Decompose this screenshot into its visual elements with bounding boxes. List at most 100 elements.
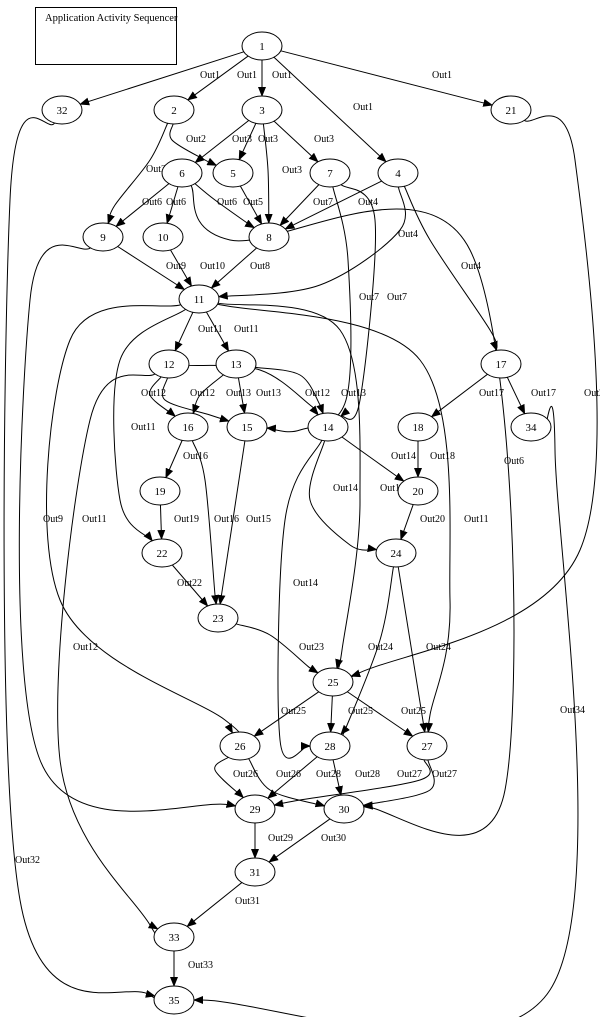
edge-27-to-29 xyxy=(273,759,431,808)
node-35: 35 xyxy=(153,985,195,1015)
edge-12-to-16 xyxy=(149,376,176,417)
node-3: 3 xyxy=(241,95,283,125)
node-ellipse-20 xyxy=(397,476,439,506)
edge-1-to-21 xyxy=(280,50,494,107)
edge-label-7-to-14: Out7 xyxy=(387,292,407,303)
node-label-6: 6 xyxy=(179,168,185,180)
node-19: 19 xyxy=(139,476,181,506)
edge-23-to-25 xyxy=(235,623,319,674)
edge-label-7-to-8: Out7 xyxy=(313,197,333,208)
node-ellipse-4 xyxy=(377,158,419,188)
edge-11-to-13 xyxy=(205,311,230,352)
edge-label-33-to-35: Out33 xyxy=(188,960,213,971)
edge-1-to-4 xyxy=(273,56,387,163)
node-ellipse-3 xyxy=(241,95,283,125)
edge-label-5-to-8: Out5 xyxy=(243,197,263,208)
edge-27-to-30 xyxy=(359,759,435,810)
edge-label-13-to-15: Out13 xyxy=(256,388,281,399)
node-18: 18 xyxy=(397,412,439,442)
node-label-4: 4 xyxy=(395,168,401,180)
node-ellipse-18 xyxy=(397,412,439,442)
edge-label-2-to-5: Out2 xyxy=(186,134,206,145)
edge-16-to-19 xyxy=(165,440,183,479)
edge-label-26-to-30: Out26 xyxy=(276,769,301,780)
node-ellipse-2 xyxy=(153,95,195,125)
edge-label-25-to-28: Out25 xyxy=(348,706,373,717)
edge-28-to-30 xyxy=(332,759,343,797)
edge-4-to-17 xyxy=(403,186,498,352)
node-label-19: 19 xyxy=(155,486,167,498)
node-10: 10 xyxy=(142,222,184,252)
edge-label-4-to-11: Out4 xyxy=(398,229,418,240)
node-ellipse-28 xyxy=(309,731,351,761)
node-label-30: 30 xyxy=(339,804,351,816)
edge-label-27-to-29: Out27 xyxy=(397,769,422,780)
node-ellipse-34 xyxy=(510,412,552,442)
edge-12-to-33 xyxy=(57,373,160,939)
edge-6-to-9 xyxy=(115,183,170,228)
edge-label-3-to-5: Out3 xyxy=(258,134,278,145)
edge-label-15-to-23: Out15 xyxy=(246,514,271,525)
node-27: 27 xyxy=(406,731,448,761)
edge-label-6-to-9: Out6 xyxy=(142,197,162,208)
edge-4-to-11 xyxy=(217,186,406,300)
edge-label-13-to-14: Out13 xyxy=(341,388,366,399)
node-ellipse-23 xyxy=(197,603,239,633)
edge-label-9-to-11: Out9 xyxy=(166,261,186,272)
edge-label-14-to-20: Out14 xyxy=(391,451,416,462)
node-label-16: 16 xyxy=(183,422,195,434)
node-20: 20 xyxy=(397,476,439,506)
node-6: 6 xyxy=(161,158,203,188)
node-ellipse-27 xyxy=(406,731,448,761)
edge-label-14-to-28: Out14 xyxy=(293,578,318,589)
edge-label-13-to-16: Out13 xyxy=(226,388,251,399)
node-9: 9 xyxy=(82,222,124,252)
edge-label-21-to-25: Out21 xyxy=(584,388,600,399)
edge-label-28-to-29: Out28 xyxy=(316,769,341,780)
edge-label-14-to-24: Out14 xyxy=(333,483,358,494)
node-ellipse-7 xyxy=(309,158,351,188)
node-label-32: 32 xyxy=(57,105,68,117)
node-ellipse-10 xyxy=(142,222,184,252)
node-33: 33 xyxy=(153,922,195,952)
node-11: 11 xyxy=(178,284,220,314)
node-ellipse-19 xyxy=(139,476,181,506)
node-label-3: 3 xyxy=(259,105,265,117)
node-label-34: 34 xyxy=(526,422,538,434)
node-label-18: 18 xyxy=(413,422,425,434)
edge-5-to-8 xyxy=(239,185,263,225)
edge-label-12-to-14: Out12 xyxy=(305,388,330,399)
edge-label-1-to-4: Out1 xyxy=(353,102,373,113)
edge-label-3-to-7: Out3 xyxy=(314,134,334,145)
edge-label-24-to-27: Out24 xyxy=(426,642,451,653)
edge-17-to-18 xyxy=(430,373,488,418)
edge-label-31-to-33: Out31 xyxy=(235,896,260,907)
node-label-21: 21 xyxy=(506,105,517,117)
node-ellipse-33 xyxy=(153,922,195,952)
edge-26-to-29 xyxy=(214,756,245,799)
edge-label-11-to-13: Out11 xyxy=(234,324,259,335)
node-29: 29 xyxy=(234,794,276,824)
edge-label-24-to-28: Out24 xyxy=(368,642,393,653)
edge-label-22-to-23: Out22 xyxy=(177,578,202,589)
node-12: 12 xyxy=(148,349,190,379)
node-ellipse-24 xyxy=(375,538,417,568)
edge-label-7-to-15: Out7 xyxy=(359,292,379,303)
node-1: 1 xyxy=(241,31,283,61)
edge-24-to-27 xyxy=(397,566,428,734)
node-label-25: 25 xyxy=(328,677,340,689)
node-ellipse-21 xyxy=(490,95,532,125)
node-2: 2 xyxy=(153,95,195,125)
diagram-title-box: Application Activity Sequencer xyxy=(35,7,177,65)
node-label-10: 10 xyxy=(158,232,170,244)
edge-14-to-20 xyxy=(341,436,405,482)
node-ellipse-5 xyxy=(212,158,254,188)
node-ellipse-30 xyxy=(323,794,365,824)
edge-13-to-14 xyxy=(255,366,324,415)
node-ellipse-16 xyxy=(167,412,209,442)
node-label-29: 29 xyxy=(250,804,262,816)
edge-11-to-25 xyxy=(217,302,361,670)
node-25: 25 xyxy=(312,667,354,697)
node-label-14: 14 xyxy=(323,422,335,434)
